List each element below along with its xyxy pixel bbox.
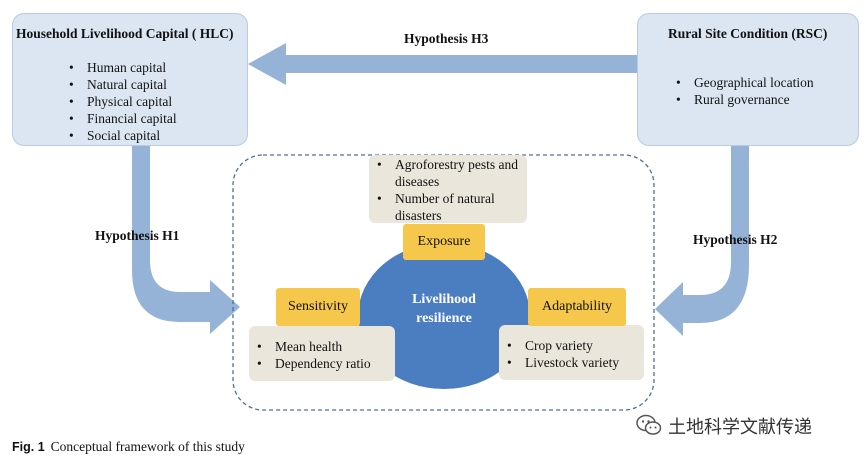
exposure-indicators-box: Agroforestry pests and diseases Number o… bbox=[369, 155, 527, 223]
hypothesis-h3-label: Hypothesis H3 bbox=[404, 31, 489, 46]
adaptability-tag: Adaptability bbox=[528, 288, 626, 326]
hypothesis-h1-label: Hypothesis H1 bbox=[95, 228, 180, 243]
rsc-panel: Rural Site Condition (RSC) Geographical … bbox=[637, 13, 859, 146]
list-item: Agroforestry pests and diseases bbox=[373, 156, 523, 190]
list-item: Natural capital bbox=[65, 76, 177, 93]
livelihood-resilience-label: Livelihood resilience bbox=[412, 292, 476, 326]
list-item: Human capital bbox=[65, 59, 177, 76]
hlc-title: Household Livelihood Capital ( HLC) bbox=[16, 26, 234, 41]
hypothesis-h2-label: Hypothesis H2 bbox=[693, 232, 778, 247]
exposure-tag: Exposure bbox=[403, 224, 485, 260]
list-item: Social capital bbox=[65, 127, 177, 144]
list-item: Livestock variety bbox=[503, 354, 619, 371]
list-item: Mean health bbox=[253, 338, 371, 355]
list-item: Rural governance bbox=[672, 91, 814, 108]
dashed-frame bbox=[232, 154, 655, 411]
sensitivity-list: Mean health Dependency ratio bbox=[253, 338, 371, 372]
figure-caption-text: Conceptual framework of this study bbox=[50, 439, 245, 454]
wechat-icon bbox=[636, 414, 662, 436]
h2-arrow bbox=[655, 146, 749, 336]
h3-arrow bbox=[248, 43, 637, 85]
adaptability-indicators-box: Crop variety Livestock variety bbox=[499, 325, 644, 380]
sensitivity-indicators-box: Mean health Dependency ratio bbox=[249, 326, 395, 381]
sensitivity-tag: Sensitivity bbox=[276, 288, 360, 326]
watermark-text: 土地科学文献传递 bbox=[668, 417, 812, 438]
list-item: Dependency ratio bbox=[253, 355, 371, 372]
rsc-title: Rural Site Condition (RSC) bbox=[668, 26, 828, 41]
rsc-list: Geographical location Rural governance bbox=[672, 74, 814, 108]
list-item: Number of natural disasters bbox=[373, 190, 523, 224]
list-item: Geographical location bbox=[672, 74, 814, 91]
exposure-list: Agroforestry pests and diseases Number o… bbox=[373, 156, 523, 224]
hlc-panel: Household Livelihood Capital ( HLC) Huma… bbox=[12, 13, 248, 146]
list-item: Physical capital bbox=[65, 93, 177, 110]
figure-caption: Fig. 1 Conceptual framework of this study bbox=[12, 439, 245, 455]
adaptability-list: Crop variety Livestock variety bbox=[503, 337, 619, 371]
h1-arrow bbox=[132, 146, 240, 334]
hlc-list: Human capital Natural capital Physical c… bbox=[65, 59, 177, 144]
list-item: Crop variety bbox=[503, 337, 619, 354]
list-item: Financial capital bbox=[65, 110, 177, 127]
figure-label: Fig. 1 bbox=[12, 440, 45, 454]
